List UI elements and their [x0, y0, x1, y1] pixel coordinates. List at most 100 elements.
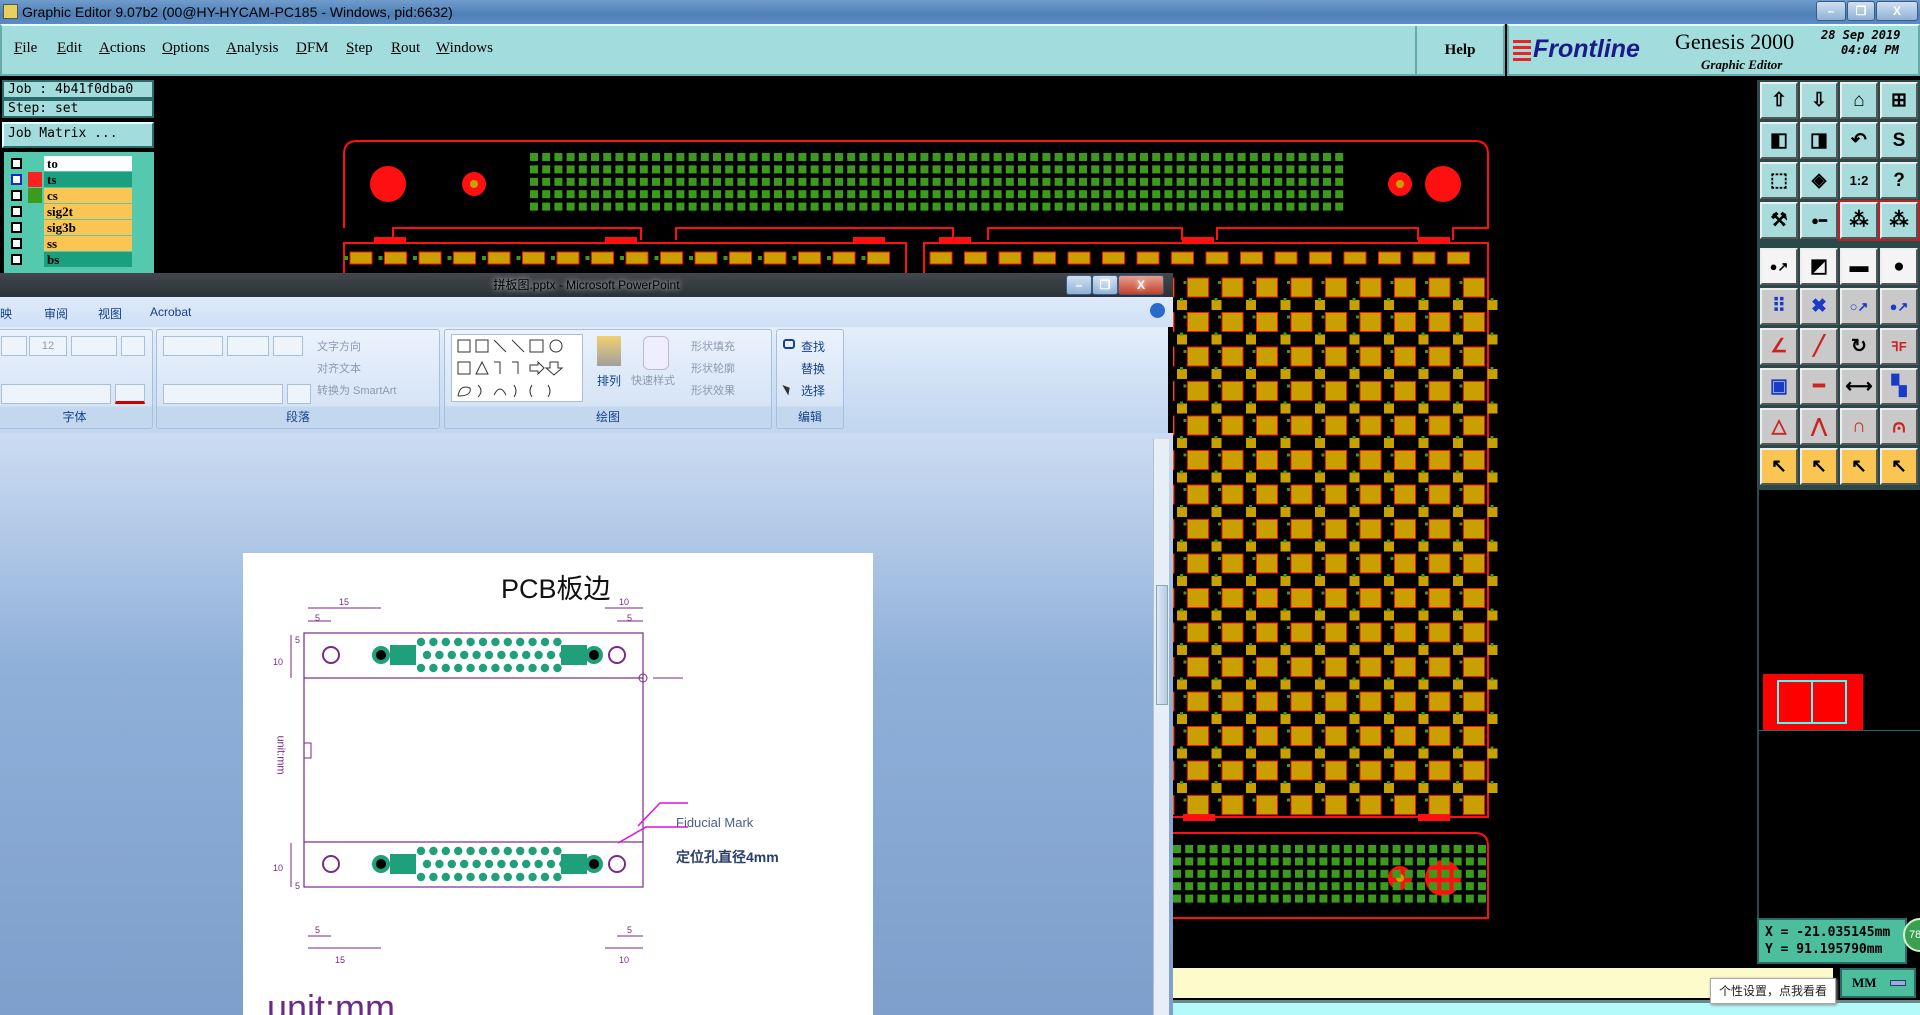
pad-icon[interactable]: ●: [1880, 248, 1918, 285]
rotate-icon[interactable]: ↻: [1840, 328, 1878, 365]
tab-review[interactable]: 审阅: [44, 307, 69, 321]
close-button[interactable]: X: [1876, 1, 1918, 21]
shape-outline[interactable]: 形状轮廓: [691, 363, 735, 375]
open-job-icon[interactable]: ⇧: [1760, 82, 1798, 119]
help-icon[interactable]: ?: [1880, 162, 1918, 199]
netlist-icon[interactable]: ⁂: [1838, 200, 1880, 241]
layer-row-cs[interactable]: cs: [8, 188, 132, 203]
shapes-gallery[interactable]: [451, 334, 583, 402]
find-button[interactable]: 查找: [801, 340, 826, 354]
shape-fill[interactable]: 形状填充: [691, 341, 735, 353]
save-job-icon[interactable]: ⇩: [1800, 82, 1838, 119]
menu-actions[interactable]: Actions: [99, 40, 146, 56]
select-poly-icon[interactable]: ↖: [1840, 448, 1878, 485]
align-icons[interactable]: [163, 384, 283, 404]
grid-xy-icon[interactable]: ⊞: [1880, 82, 1918, 119]
tooltip[interactable]: 个性设置，点我看看: [1710, 978, 1836, 1004]
line-spacing-icon[interactable]: [273, 336, 303, 356]
ppt-maximize-button[interactable]: ❐: [1092, 275, 1118, 295]
vertical-scrollbar[interactable]: [1153, 439, 1169, 1015]
text-direction[interactable]: 文字方向: [317, 341, 361, 353]
connect-icon[interactable]: ⠿: [1760, 288, 1798, 325]
overview-map[interactable]: [1763, 674, 1863, 730]
menu-analysis[interactable]: Analysis: [226, 40, 279, 56]
netlist-alt-icon[interactable]: ⁂: [1878, 200, 1920, 241]
add-pad-icon[interactable]: ○↗: [1840, 288, 1878, 325]
ruler-icon[interactable]: ▬: [1840, 248, 1878, 285]
layer-checkbox[interactable]: [11, 174, 22, 185]
menu-edit[interactable]: Edit: [57, 40, 83, 56]
select-net-icon[interactable]: ↖: [1880, 448, 1918, 485]
home-icon[interactable]: ⌂: [1840, 82, 1878, 119]
select-box-icon[interactable]: ↖: [1800, 448, 1838, 485]
arch-cross-icon[interactable]: ⩀: [1880, 408, 1918, 445]
columns-icon[interactable]: [287, 384, 311, 404]
shape-effects[interactable]: 形状效果: [691, 385, 735, 397]
zoom-fit-icon[interactable]: ⬚: [1760, 162, 1798, 199]
menu-file[interactable]: File: [14, 40, 38, 56]
maximize-button[interactable]: ❐: [1847, 1, 1875, 21]
move-pad-icon[interactable]: ●↗: [1760, 248, 1798, 285]
bullets-icon[interactable]: [163, 336, 223, 356]
quick-styles-button[interactable]: 快速样式: [631, 375, 675, 387]
font-name-box[interactable]: [1, 336, 27, 356]
mirror-icon[interactable]: ꟻF: [1880, 328, 1918, 365]
add-pad-fill-icon[interactable]: ●↗: [1880, 288, 1918, 325]
font-color-icon[interactable]: [115, 384, 145, 404]
arrange-icon[interactable]: [597, 336, 621, 366]
layer-row-ts[interactable]: ts: [8, 172, 132, 187]
line-horizontal-icon[interactable]: ━: [1800, 368, 1838, 405]
arch-icon[interactable]: ∩: [1840, 408, 1878, 445]
tab-view[interactable]: 视图: [98, 307, 123, 321]
layer-row-sig2t[interactable]: sig2t: [8, 204, 132, 219]
menu-windows[interactable]: Windows: [436, 40, 493, 56]
transform-icon[interactable]: ◩: [1800, 248, 1838, 285]
arc-icon[interactable]: ⋀: [1800, 408, 1838, 445]
layer-checkbox[interactable]: [11, 254, 22, 265]
shapes-icon[interactable]: ▚: [1880, 368, 1918, 405]
layer-checkbox[interactable]: [11, 190, 22, 201]
font-grow-shrink-icon[interactable]: [71, 336, 117, 356]
delete-icon[interactable]: ✖: [1800, 288, 1838, 325]
menu-dfm[interactable]: DFM: [296, 40, 329, 56]
line-diag-icon[interactable]: ╱: [1800, 328, 1838, 365]
tools-icon[interactable]: ⚒: [1760, 202, 1798, 239]
measure-icon[interactable]: ⟷: [1840, 368, 1878, 405]
menu-help[interactable]: Help: [1415, 26, 1503, 74]
units-button[interactable]: MM: [1840, 968, 1916, 998]
indent-icon[interactable]: [227, 336, 269, 356]
job-matrix-button[interactable]: Job Matrix ...: [2, 122, 154, 148]
arrange-button[interactable]: 排列: [597, 374, 622, 388]
triangle-icon[interactable]: △: [1760, 408, 1798, 445]
ratio-icon[interactable]: 1:2: [1840, 162, 1878, 199]
zoom-left-icon[interactable]: ◧: [1760, 122, 1798, 159]
clear-format-icon[interactable]: [121, 336, 145, 356]
align-text[interactable]: 对齐文本: [317, 363, 361, 375]
layer-checkbox[interactable]: [11, 158, 22, 169]
layer-checkbox[interactable]: [11, 222, 22, 233]
tab-slideshow[interactable]: 放映: [0, 307, 13, 321]
font-size-box[interactable]: 12: [29, 336, 67, 356]
zoom-right-icon[interactable]: ◨: [1800, 122, 1838, 159]
layer-row-ss[interactable]: ss: [8, 236, 132, 251]
tab-acrobat[interactable]: Acrobat: [150, 305, 192, 319]
menu-rout[interactable]: Rout: [391, 40, 421, 56]
menu-step[interactable]: Step: [346, 40, 373, 56]
convert-smartart[interactable]: 转换为 SmartArt: [317, 385, 397, 397]
minimize-button[interactable]: –: [1816, 1, 1846, 21]
layer-row-to[interactable]: to: [8, 156, 132, 171]
layer-row-sig3b[interactable]: sig3b: [8, 220, 132, 235]
select-icon[interactable]: ↖: [1760, 448, 1798, 485]
copy-pad-icon[interactable]: ▣: [1760, 368, 1798, 405]
probe-icon[interactable]: ●━: [1800, 202, 1838, 239]
layer-checkbox[interactable]: [11, 206, 22, 217]
scrollbar-thumb[interactable]: [1156, 585, 1168, 705]
font-style-icons[interactable]: [1, 384, 111, 404]
ppt-close-button[interactable]: X: [1118, 275, 1164, 295]
replace-button[interactable]: 替换: [801, 362, 826, 376]
zoom-center-icon[interactable]: ◈: [1800, 162, 1838, 199]
layer-row-bs[interactable]: bs: [8, 252, 132, 267]
snake-icon[interactable]: S: [1880, 122, 1918, 159]
ppt-minimize-button[interactable]: –: [1066, 275, 1092, 295]
